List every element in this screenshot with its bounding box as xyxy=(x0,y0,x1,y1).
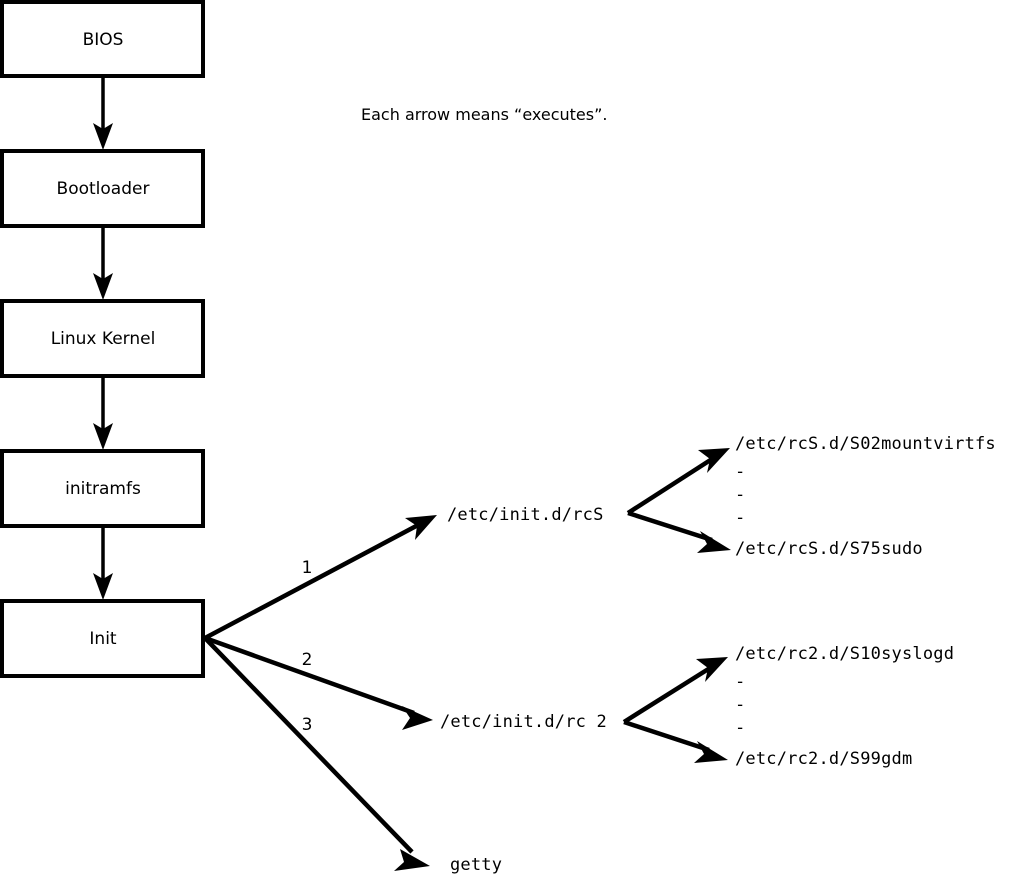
rc2-ellipsis-dash-2: - xyxy=(735,695,745,715)
box-initramfs-label: initramfs xyxy=(65,479,141,499)
rc2-arrow-first-head xyxy=(696,657,728,682)
chain-arrow-bios-to-bootloader-head xyxy=(93,123,113,150)
box-linux-kernel[interactable]: Linux Kernel xyxy=(0,299,205,378)
rcs-ellipsis-dash-3: - xyxy=(735,508,745,528)
chain-arrow-bootloader-to-kernel xyxy=(93,226,113,300)
init-arrow-1-shaft xyxy=(203,522,422,640)
box-linux-kernel-label: Linux Kernel xyxy=(51,329,156,349)
chain-arrow-bootloader-to-kernel-head xyxy=(93,273,113,300)
rcs-ellipsis-dash-1: - xyxy=(735,462,745,482)
node-getty[interactable]: getty xyxy=(450,855,502,875)
chain-arrow-kernel-to-initramfs xyxy=(93,376,113,450)
legend-note: Each arrow means “executes”. xyxy=(361,105,607,124)
box-bios-rect xyxy=(0,0,205,78)
chain-arrow-bios-to-bootloader xyxy=(93,76,113,150)
rc2-arrow-to-last-script xyxy=(623,719,728,763)
script-rc2-first: /etc/rc2.d/S10syslogd xyxy=(735,644,954,664)
rcs-arrow-first-shaft xyxy=(626,457,714,515)
rcs-arrow-to-first-script xyxy=(626,448,730,515)
init-arrow-2-shaft xyxy=(204,635,415,716)
box-init-rect xyxy=(0,599,205,678)
chain-arrow-initramfs-to-init xyxy=(93,526,113,600)
edge-label-2: 2 xyxy=(302,650,313,670)
rcs-arrow-first-head xyxy=(698,448,730,473)
script-rcs-first: /etc/rcS.d/S02mountvirtfs xyxy=(735,434,996,454)
script-rcs-last: /etc/rcS.d/S75sudo xyxy=(735,539,923,559)
box-bios[interactable]: BIOS xyxy=(0,0,205,78)
edge-label-1: 1 xyxy=(302,558,313,578)
box-bootloader-rect xyxy=(0,149,205,228)
init-arrow-1-head xyxy=(405,515,437,540)
box-linux-kernel-rect xyxy=(0,299,205,378)
init-arrow-3-head xyxy=(394,849,430,871)
init-arrow-1-to-rcs xyxy=(203,515,437,640)
box-bootloader[interactable]: Bootloader xyxy=(0,149,205,228)
rcs-arrow-to-last-script xyxy=(627,510,731,553)
script-rc2-last: /etc/rc2.d/S99gdm xyxy=(735,749,912,769)
rc2-ellipsis-dash-1: - xyxy=(735,672,745,692)
init-arrow-2-to-rc2 xyxy=(204,635,433,730)
chain-arrow-initramfs-to-init-head xyxy=(93,573,113,600)
box-init-label: Init xyxy=(89,629,117,649)
init-arrow-3-to-getty xyxy=(203,636,430,871)
box-initramfs-rect xyxy=(0,449,205,528)
init-arrow-3-shaft xyxy=(203,636,414,854)
rc2-arrow-first-shaft xyxy=(622,666,712,724)
node-init-d-rc2[interactable]: /etc/init.d/rc 2 xyxy=(440,712,607,732)
rcs-ellipsis-dash-2: - xyxy=(735,485,745,505)
rc2-arrow-last-shaft xyxy=(623,719,710,753)
rc2-arrow-to-first-script xyxy=(622,657,728,724)
rc2-ellipsis-dash-3: - xyxy=(735,718,745,738)
chain-arrow-kernel-to-initramfs-head xyxy=(93,423,113,450)
node-init-d-rcs[interactable]: /etc/init.d/rcS xyxy=(447,505,604,525)
box-init[interactable]: Init xyxy=(0,599,205,678)
rc2-arrow-last-head xyxy=(694,741,728,763)
rcs-arrow-last-shaft xyxy=(627,510,713,543)
box-bios-label: BIOS xyxy=(83,30,124,50)
box-bootloader-label: Bootloader xyxy=(57,179,150,199)
edge-label-3: 3 xyxy=(302,715,313,735)
init-arrow-2-head xyxy=(402,706,433,730)
box-initramfs[interactable]: initramfs xyxy=(0,449,205,528)
rcs-arrow-last-head xyxy=(697,531,731,553)
